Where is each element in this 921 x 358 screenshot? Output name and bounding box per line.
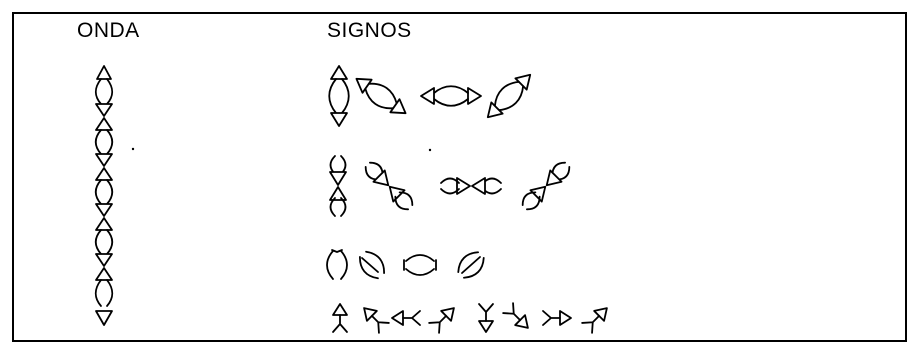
- onda-heading: ONDA: [77, 19, 140, 42]
- signos-row-1: [328, 65, 539, 127]
- diagram-frame: [12, 12, 907, 342]
- signos-heading: SIGNOS: [327, 19, 412, 42]
- signos-row-2: [329, 155, 574, 217]
- onda-wave-chain: [94, 65, 114, 326]
- signos-row-4: [332, 302, 613, 334]
- signos-row-3: [326, 246, 489, 284]
